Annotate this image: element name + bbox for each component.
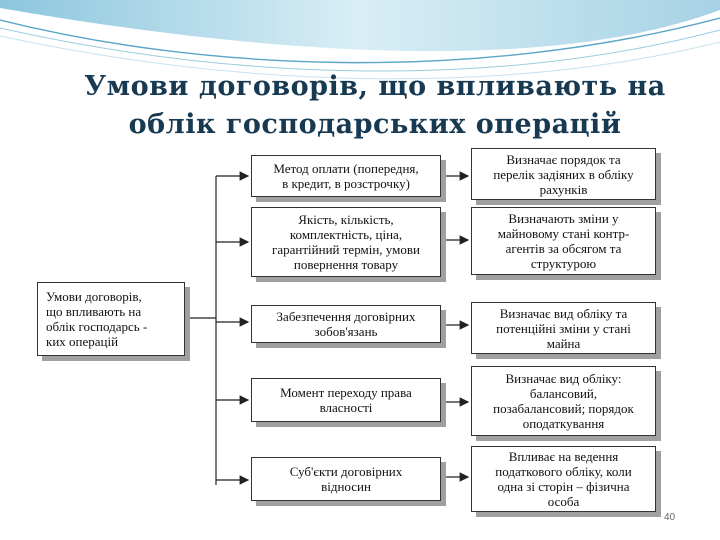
condition-box-contract-parties: Суб'єкти договірних відносин — [251, 457, 441, 501]
condition-box-ownership-transfer: Момент переходу права власності — [251, 378, 441, 422]
effect-box-balance-taxation: Визначає вид обліку: балансовий, позабал… — [471, 366, 656, 436]
page-number: 40 — [664, 512, 676, 523]
effect-box-accounts-order: Визначає порядок та перелік задіяних в о… — [471, 148, 656, 200]
effect-box-tax-accounting: Впливає на ведення податкового обліку, к… — [471, 446, 656, 512]
effect-box-accounting-type: Визначає вид обліку та потенційні зміни … — [471, 302, 656, 354]
condition-box-quality-quantity: Якість, кількість, комплектність, ціна, … — [251, 207, 441, 277]
condition-box-obligations-security: Забезпечення договірних зобов'язань — [251, 305, 441, 343]
effect-box-property-changes: Визначають зміни у майновому стані контр… — [471, 207, 656, 275]
title-line-1: Умови договорів, що впливають на — [84, 71, 666, 102]
slide-title: Умови договорів, що впливають на облік г… — [40, 68, 710, 144]
title-line-2: облік господарських операцій — [128, 109, 622, 140]
main-concept-box: Умови договорів, що впливають на облік г… — [37, 282, 185, 356]
condition-box-payment-method: Метод оплати (попередня, в кредит, в роз… — [251, 155, 441, 197]
header-swoosh — [0, 0, 720, 80]
